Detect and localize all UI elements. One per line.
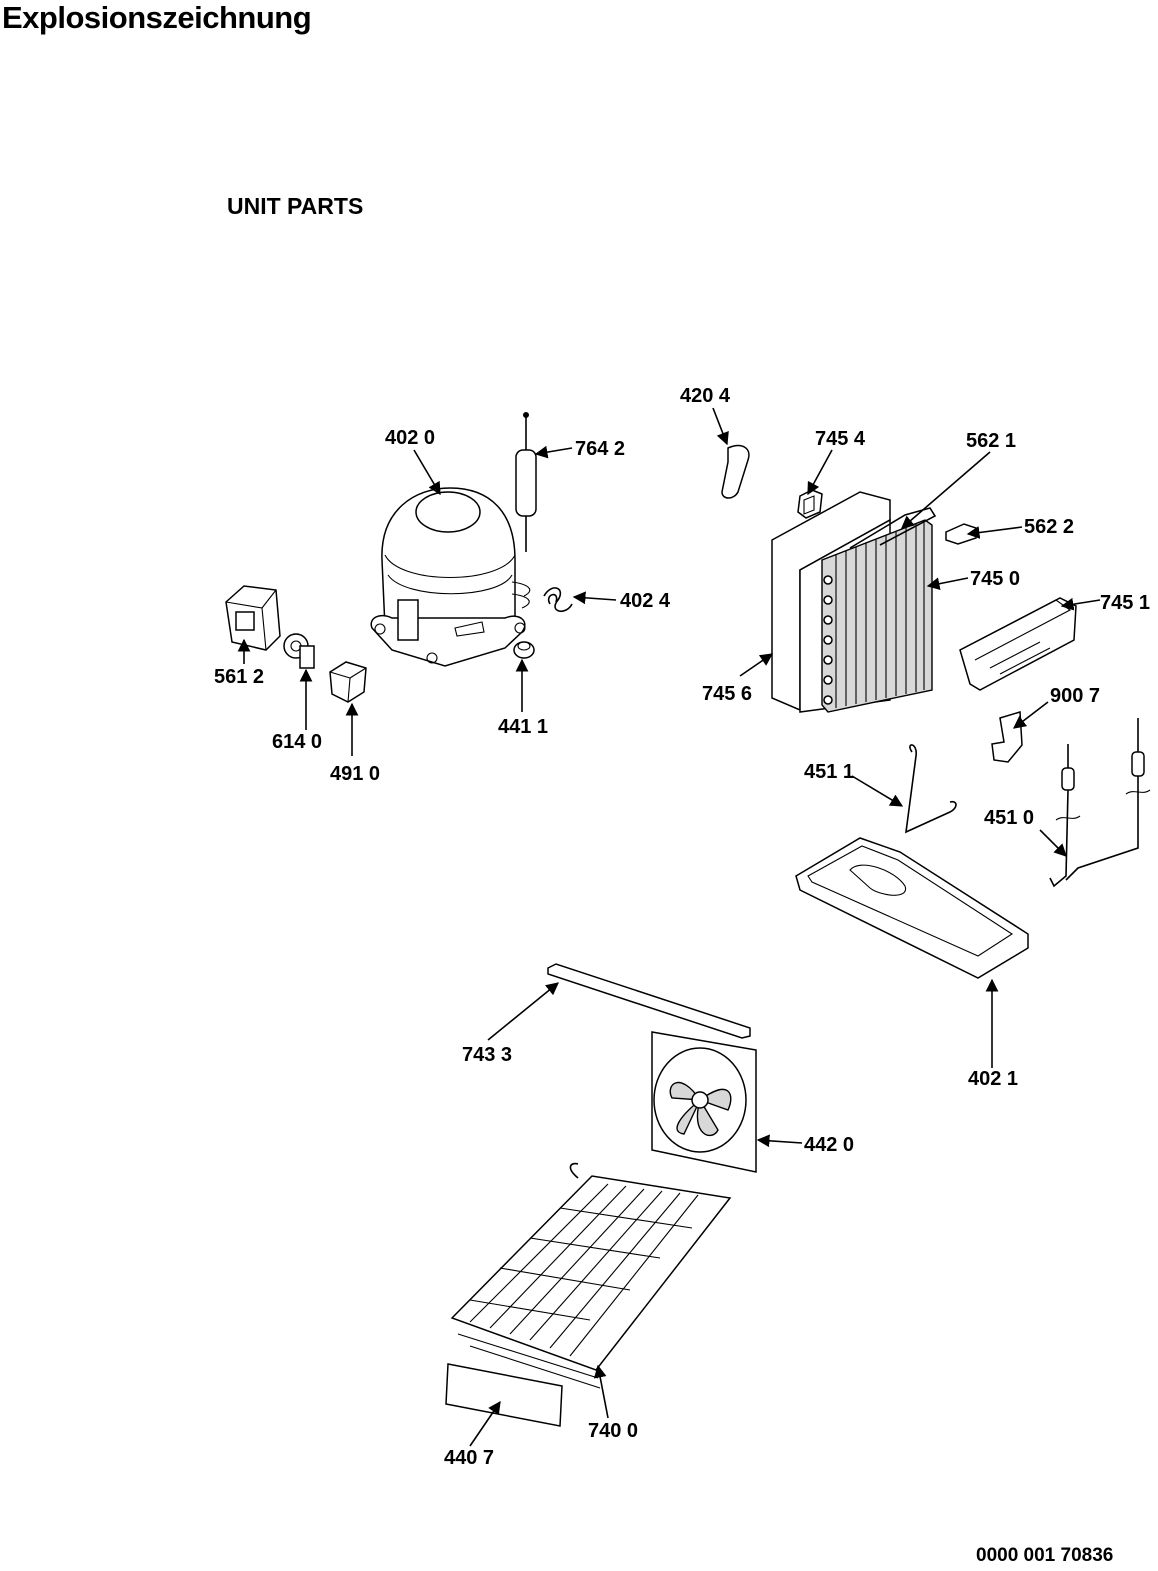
part-label: 442 0 — [804, 1134, 854, 1156]
insulation-plate-drawing — [445, 1363, 563, 1427]
drain-wire-drawing — [905, 744, 957, 834]
document-number: 0000 001 70836 — [976, 1545, 1114, 1566]
part-label: 491 0 — [330, 763, 380, 785]
overload-protector-drawing — [283, 633, 315, 669]
part-label: 561 2 — [214, 666, 264, 688]
part-label: 562 1 — [966, 430, 1016, 452]
part-label: 745 6 — [702, 683, 752, 705]
diagram-subtitle: UNIT PARTS — [227, 193, 364, 219]
filter-drier-drawing — [515, 412, 537, 552]
leader-lines — [237, 407, 1101, 1447]
rubber-grommet-drawing — [513, 641, 535, 659]
part-label: 402 1 — [968, 1068, 1018, 1090]
part-label: 745 4 — [815, 428, 866, 450]
capillary-tube-drawing — [1049, 718, 1151, 888]
evaporator-cover-drawing — [959, 597, 1077, 691]
part-label: 451 0 — [984, 807, 1034, 829]
part-label: 441 1 — [498, 716, 548, 738]
part-label: 740 0 — [588, 1420, 638, 1442]
sealing-bar-drawing — [547, 963, 751, 1039]
page-title: Explosionszeichnung — [2, 0, 312, 35]
part-label: 562 2 — [1024, 516, 1074, 538]
compressor-drawing — [370, 487, 531, 667]
part-label: 743 3 — [462, 1044, 512, 1066]
start-relay-drawing — [225, 585, 281, 651]
hook-drawing — [991, 711, 1023, 763]
part-label: 402 0 — [385, 427, 435, 449]
holder-clip-drawing — [797, 489, 823, 519]
evaporator-drawing — [771, 491, 937, 713]
drip-tray-drawing — [795, 837, 1029, 979]
part-label: 745 1 — [1100, 592, 1150, 614]
part-label: 451 1 — [804, 761, 854, 783]
part-label: 764 2 — [575, 438, 625, 460]
part-label: 745 0 — [970, 568, 1020, 590]
hose-drawing — [721, 444, 750, 499]
mounting-clip-drawing — [543, 587, 573, 612]
part-labels: 420 4 402 0 764 2 745 4 562 1 562 2 745 … — [214, 385, 1150, 1469]
condenser-fan-drawing — [651, 1031, 757, 1173]
part-label: 402 4 — [620, 590, 671, 612]
condenser-coil-drawing — [450, 1162, 732, 1389]
part-label: 614 0 — [272, 731, 322, 753]
part-label: 420 4 — [680, 385, 731, 407]
part-label: 900 7 — [1050, 685, 1100, 707]
starter-capacitor-drawing — [329, 661, 367, 703]
part-label: 440 7 — [444, 1447, 494, 1469]
